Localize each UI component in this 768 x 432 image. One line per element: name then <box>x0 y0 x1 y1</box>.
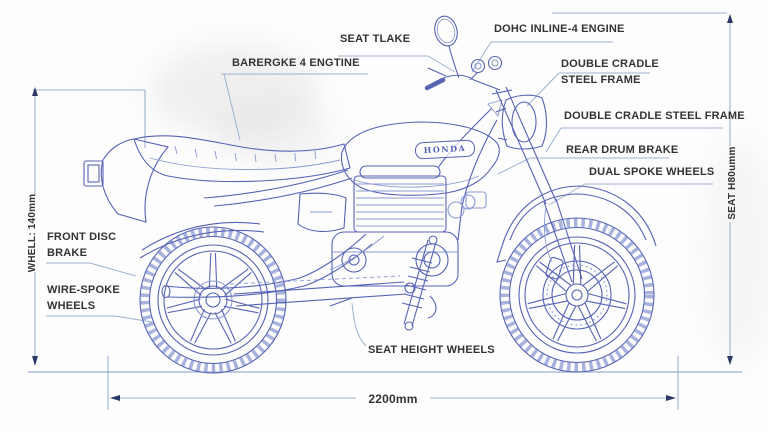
callout-double-cradle: DOUBLE CRADLE STEEL FRAME <box>561 58 659 87</box>
gauge <box>487 55 503 71</box>
cam-cover <box>359 165 441 179</box>
engine <box>331 165 487 287</box>
gauge <box>470 58 486 74</box>
callout-seat-tlake: SEAT TLAKE <box>340 33 411 45</box>
rear-wheel <box>139 226 287 374</box>
leader-lines <box>46 41 723 347</box>
dimension-height-right: SEAT H80umm <box>727 146 738 220</box>
spring-coil <box>401 257 433 309</box>
rear-tire-tread <box>140 227 286 373</box>
chain <box>229 275 401 285</box>
carburetor <box>447 201 465 219</box>
shock-absorber <box>401 235 438 331</box>
rear-fender <box>139 221 265 259</box>
brake-hose <box>543 205 553 263</box>
front-wheel <box>499 217 655 373</box>
seat <box>133 135 351 183</box>
tail-section <box>83 138 265 259</box>
cooling-fins <box>356 183 444 227</box>
dimension-arrows <box>32 14 733 401</box>
grip <box>424 77 446 91</box>
callout-dohc-engine: DOHC INLINE-4 ENGINE <box>494 23 625 35</box>
callout-dual-spoke-wheels: DUAL SPOKE WHEELS <box>589 166 715 178</box>
callout-line: FRONT DISC <box>47 231 117 243</box>
callout-double-cradle-steel-frame: DOUBLE CRADLE STEEL FRAME <box>564 110 745 122</box>
callout-line: WHEELS <box>47 300 96 312</box>
callout-seat-height-wheels: SEAT HEIGHT WHEELS <box>368 344 495 356</box>
exhaust <box>161 233 385 299</box>
front-fender <box>496 185 657 263</box>
callout-wire-spoke-wheels: WIRE-SPOKE WHEELS <box>47 284 120 313</box>
rear-spokes <box>165 252 261 345</box>
callout-line: WIRE-SPOKE <box>47 284 120 296</box>
headlight <box>495 94 548 150</box>
front-tire-tread <box>500 218 654 372</box>
handlebar <box>424 55 503 91</box>
brake-lever <box>427 67 447 77</box>
fuel-tank <box>340 121 500 196</box>
foot-controls <box>329 295 437 319</box>
front-fork <box>491 86 583 283</box>
callout-rear-drum-brake: REAR DRUM BRAKE <box>566 144 679 156</box>
callout-line: STEEL FRAME <box>561 74 641 86</box>
brake-caliper <box>545 256 564 280</box>
callout-line: DOUBLE CRADLE <box>561 58 659 70</box>
dimension-height-left: WHELL: 140mm <box>27 193 38 273</box>
callout-front-disc-brake: FRONT DISC BRAKE <box>47 231 116 260</box>
side-cover <box>297 192 347 233</box>
front-spokes <box>526 244 628 343</box>
rear-drum-hub <box>193 280 233 320</box>
airbox <box>465 191 487 209</box>
seat-stitching <box>174 145 316 163</box>
dimension-overall-length: 2200mm <box>368 392 418 406</box>
tail-light <box>83 160 104 187</box>
crankcase <box>331 231 459 287</box>
callout-barergke-engine: BARERGKE 4 ENGTINE <box>232 57 360 69</box>
callout-line: BRAKE <box>47 247 88 259</box>
front-disc-brake-rotor <box>542 260 612 330</box>
honda-tank-badge: HONDA <box>414 139 476 160</box>
motorcycle-body <box>83 15 657 331</box>
dimension-lines <box>28 12 742 410</box>
mirror <box>434 15 460 79</box>
swingarm <box>229 275 416 307</box>
